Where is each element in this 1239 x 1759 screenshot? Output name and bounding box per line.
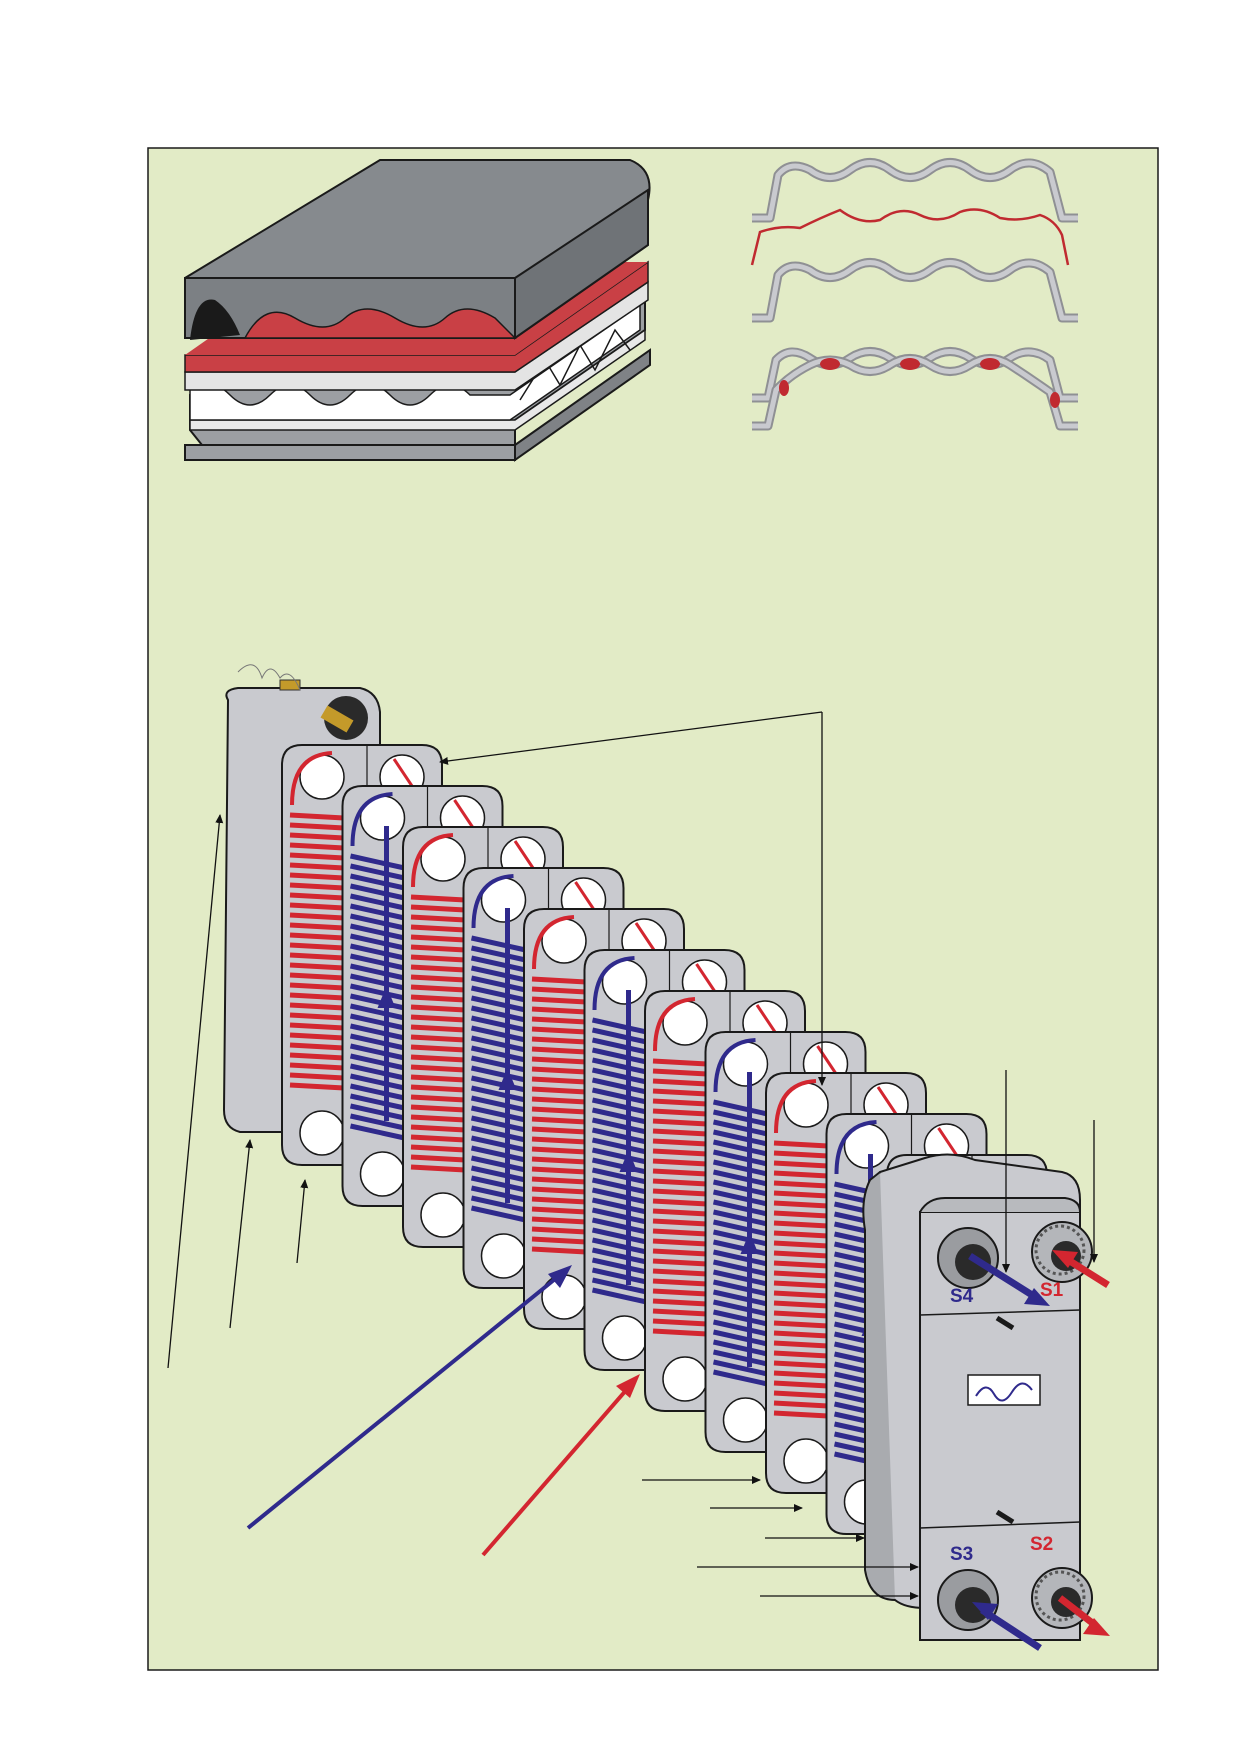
label-s3: S3 xyxy=(950,1544,973,1565)
label-s4: S4 xyxy=(950,1286,974,1307)
corrugation-profile-icon xyxy=(750,158,1078,431)
front-cover-plate: S4 S1 S3 S2 xyxy=(862,1153,1110,1651)
brazed-block-icon xyxy=(184,159,651,462)
label-s2: S2 xyxy=(1030,1534,1053,1555)
flow-arrow-icon xyxy=(968,1253,1042,1303)
port-s4 xyxy=(937,1227,999,1289)
main-flow-arrows xyxy=(246,1265,640,1557)
port-s3 xyxy=(937,1569,999,1631)
label-s1: S1 xyxy=(1040,1280,1064,1301)
leader-lines xyxy=(167,711,1098,1600)
